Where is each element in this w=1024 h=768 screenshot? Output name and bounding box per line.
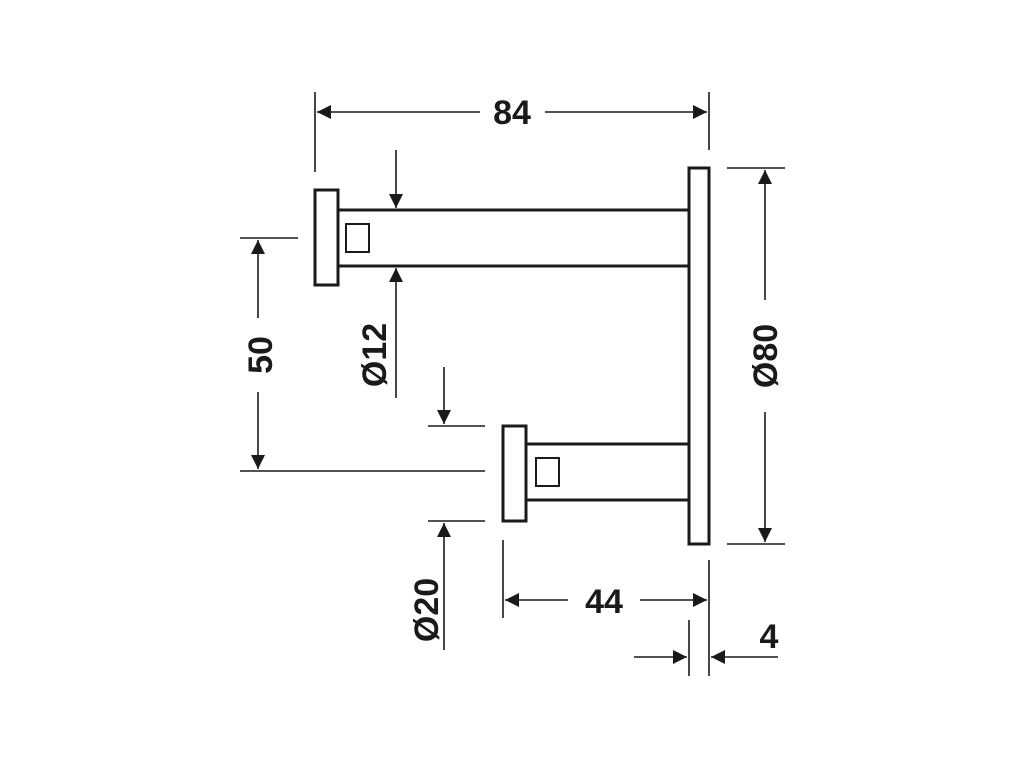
- lower-hook-square-detail: [535, 457, 560, 487]
- upper-hook-end-cap: [313, 188, 340, 287]
- upper-hook-arm: [336, 208, 691, 268]
- dimension-head-diameter: Ø20: [408, 367, 485, 650]
- hook-outline: [313, 166, 711, 546]
- dimension-plate-thickness: 4: [634, 618, 779, 676]
- dimension-84-label: 84: [493, 94, 531, 132]
- dimension-diameter-12-label: Ø12: [356, 323, 394, 387]
- dimension-diameter-20-label: Ø20: [408, 578, 446, 642]
- dimension-4-label: 4: [760, 618, 779, 656]
- dimension-44-label: 44: [585, 583, 623, 621]
- dimension-hook-spacing: 50: [240, 237, 485, 472]
- dimension-plate-diameter: Ø80: [727, 167, 785, 545]
- dimension-diameter-80-label: Ø80: [747, 324, 785, 388]
- lower-hook-end-cap: [501, 424, 528, 523]
- dimension-short-hook-length: 44: [502, 540, 710, 676]
- dimension-total-length: 84: [314, 92, 710, 172]
- wall-plate: [687, 166, 711, 546]
- dimension-50-label: 50: [242, 336, 280, 374]
- upper-hook-square-detail: [345, 223, 370, 253]
- dimension-rod-diameter: Ø12: [356, 150, 403, 398]
